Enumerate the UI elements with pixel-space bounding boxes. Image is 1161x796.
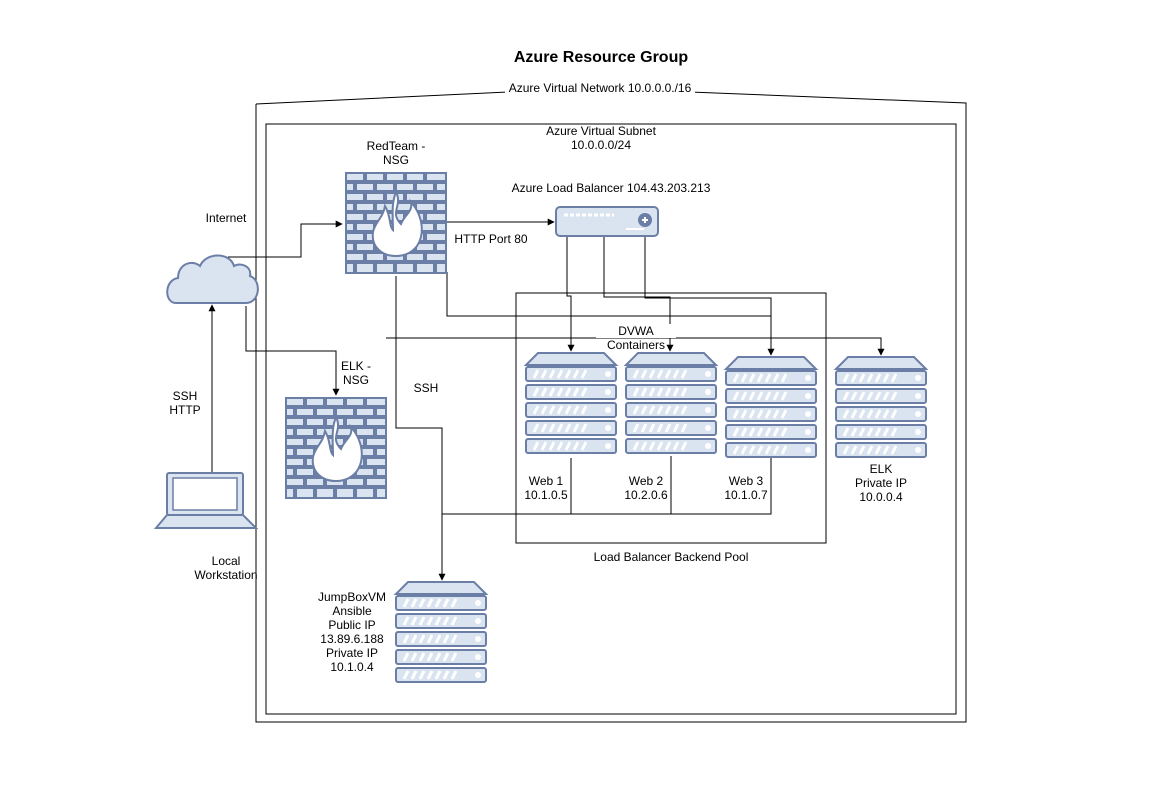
vnet-label: Azure Virtual Network 10.0.0.0./16	[505, 81, 695, 95]
backend-pool-boundary	[515, 292, 827, 544]
elk-firewall-icon	[284, 396, 388, 500]
http-port-label: HTTP Port 80	[454, 232, 528, 246]
web2-server-icon	[626, 353, 716, 453]
virtual-subnet-boundary	[265, 123, 957, 715]
internet-to-redteam-nsg-line	[228, 220, 343, 258]
redteam-firewall-icon	[344, 171, 448, 275]
backend-pool-label: Load Balancer Backend Pool	[593, 550, 749, 564]
ssh-label: SSH	[413, 381, 439, 395]
redteam-nsg-to-web3-line	[446, 272, 771, 317]
internet-label: Internet	[205, 211, 247, 225]
lb-to-web1-line	[566, 236, 575, 352]
virtual-network-boundary	[255, 91, 967, 723]
elk-server-icon	[836, 357, 926, 457]
laptop-icon	[153, 472, 259, 529]
elk-nsg-label: ELK -NSG	[340, 359, 371, 387]
web3-server-icon	[726, 357, 816, 457]
lb-to-web3-line	[644, 236, 775, 356]
load-balancer-icon	[555, 206, 659, 237]
redteam-nsg-label: RedTeam -NSG	[366, 139, 426, 167]
cloud-to-elk-nsg-line	[245, 306, 340, 396]
web1-server-icon	[526, 353, 616, 453]
redteam-nsg-to-jumpbox-line	[395, 276, 446, 581]
jumpbox-server-icon	[396, 582, 486, 682]
to-elk-server-line	[386, 337, 885, 356]
cloud-icon	[166, 254, 259, 304]
diagram-title: Azure Resource Group	[513, 49, 689, 66]
jumpbox-to-web-line	[442, 456, 772, 515]
load-balancer-label: Azure Load Balancer 104.43.203.213	[511, 181, 711, 195]
